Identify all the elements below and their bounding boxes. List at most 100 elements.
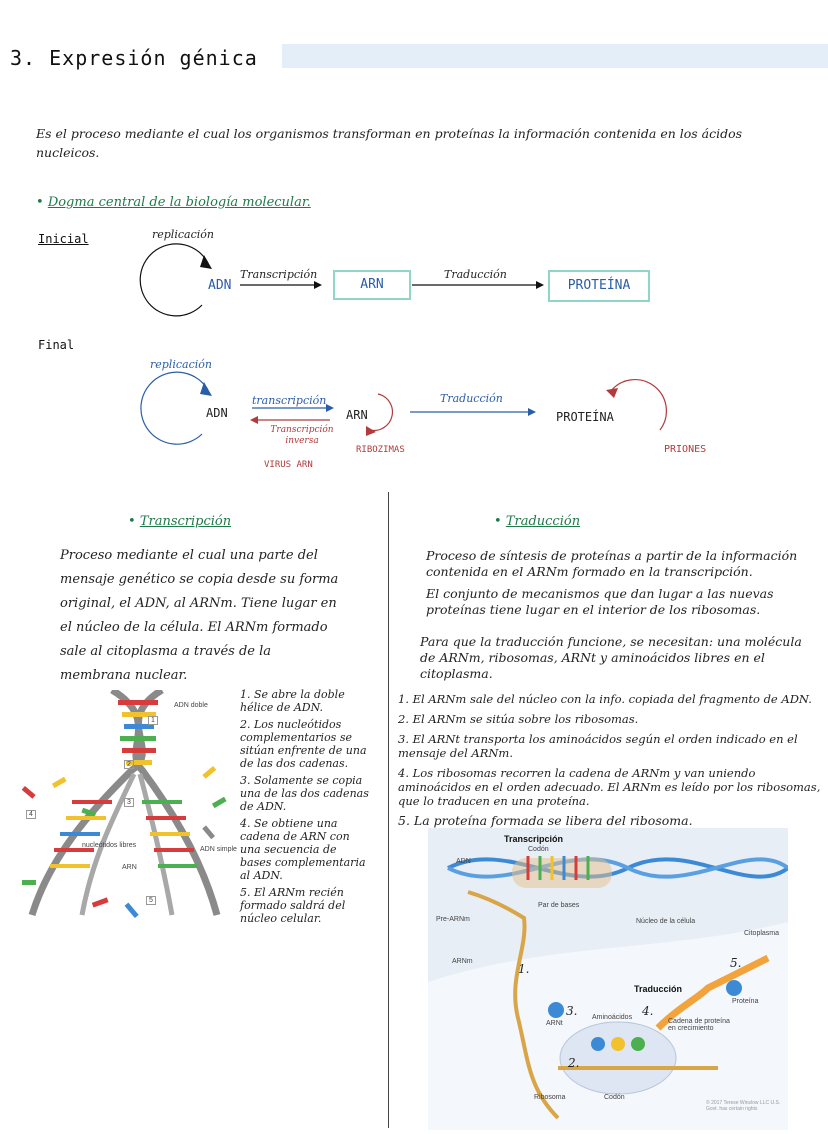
- initial-transcription-arrowhead: [314, 281, 322, 289]
- fig2-transcripcion: Transcripción: [504, 834, 564, 844]
- transcription-heading-text: Transcripción: [139, 514, 232, 529]
- translation-step: 4. Los ribosomas recorren la cadena de A…: [398, 766, 821, 808]
- final-adn: ADN: [206, 406, 228, 420]
- transcription-step: 3. Solamente se copia una de las dos cad…: [240, 774, 369, 813]
- fig2-codon-top: Codón: [528, 846, 549, 853]
- fig2-ribosoma: Ribosoma: [534, 1094, 566, 1101]
- final-label: Final: [38, 338, 75, 352]
- base-pair-lines: [526, 856, 590, 880]
- final-prion-arc: [609, 379, 667, 431]
- fig2-nucleo: Núcleo de la célula: [636, 918, 696, 925]
- fig2-pre-arnm: Pre-ARNm: [436, 916, 470, 923]
- initial-translation-label: Traducción: [444, 268, 507, 281]
- translation-figure: [428, 828, 788, 1130]
- protein-bead: [726, 980, 742, 996]
- final-diagram: [140, 371, 667, 445]
- fig-marker-3: 3: [124, 798, 134, 807]
- final-transcription-arrowhead: [326, 404, 334, 412]
- transcription-paragraph: Proceso mediante el cual una parte del m…: [60, 548, 339, 683]
- transcription-step: 2. Los nucleótidos complementarios se si…: [240, 718, 367, 770]
- final-translation-label: Traducción: [440, 392, 503, 405]
- transcription-step: 5. El ARNm recién formado saldrá del núc…: [240, 886, 346, 925]
- title-bar-decoration: [282, 44, 828, 68]
- dna-helix-b: [447, 857, 788, 879]
- initial-arn-box: ARN: [333, 270, 411, 300]
- fig-marker-1: 1: [148, 716, 158, 725]
- fig-adn-simple: ADN simple: [200, 846, 237, 853]
- translation-step: 2. El ARNm se sitúa sobre los ribosomas.: [398, 712, 639, 726]
- translation-heading-text: Traducción: [505, 514, 581, 529]
- fig-nucleotidos: nucleótidos libres: [82, 842, 137, 849]
- initial-label: Inicial: [38, 232, 89, 246]
- free-nucleotides: [21, 765, 227, 919]
- initial-translation-arrowhead: [536, 281, 544, 289]
- final-virus-label: VIRUS ARN: [264, 460, 313, 470]
- fig2-arnm: ARNm: [452, 958, 473, 965]
- amino-acid-2: [611, 1037, 625, 1051]
- translation-paragraph-3: Para que la traducción funcione, se nece…: [420, 634, 802, 681]
- protein-chain: [655, 954, 770, 1031]
- fig2-marker-5: 5.: [730, 956, 742, 970]
- dna-template-strand: [137, 773, 175, 916]
- amino-acid-3: [631, 1037, 645, 1051]
- fig2-citoplasma: Citoplasma: [744, 930, 780, 937]
- final-reverse-arrowhead: [250, 416, 258, 424]
- translation-step: 1. El ARNm sale del núcleo con la info. …: [398, 692, 812, 706]
- intro-text: Es el proceso mediante el cual los organ…: [36, 126, 743, 160]
- page-title: 3. Expresión génica: [10, 46, 258, 70]
- final-transcription-label: transcripción: [252, 394, 327, 407]
- fig2-codon-bottom: Codón: [604, 1094, 625, 1101]
- final-ribozyme-arc: [369, 393, 394, 432]
- dna-transcription-figure: [21, 690, 227, 919]
- fig2-traduccion: Traducción: [634, 984, 683, 994]
- translation-step: 5. La proteína formada se libera del rib…: [398, 813, 693, 828]
- fig-arn: ARN: [122, 864, 137, 871]
- initial-transcription-label: Transcripción: [240, 268, 318, 281]
- rna-bases: [50, 800, 198, 868]
- fig2-marker-4: 4.: [642, 1004, 654, 1018]
- fig2-adn: ADN: [456, 858, 471, 865]
- fig-adn-doble: ADN doble: [174, 702, 208, 709]
- fig2-par-bases: Par de bases: [538, 902, 580, 909]
- ribosome-body: [559, 1021, 677, 1095]
- translation-paragraph-1: Proceso de síntesis de proteínas a parti…: [426, 548, 798, 579]
- amino-acid-1: [591, 1037, 605, 1051]
- translation-step: 3. El ARNt transporta los aminoácidos se…: [398, 732, 798, 760]
- final-translation-arrowhead: [528, 408, 536, 416]
- fig2-aminoacidos: Aminoácidos: [592, 1014, 633, 1021]
- final-reverse-label: Transcripción inversa: [270, 425, 334, 446]
- final-replication-arrowhead: [200, 382, 212, 396]
- initial-replication-arrowhead: [200, 255, 212, 269]
- transcription-step: 4. Se obtiene una cadena de ARN con una …: [240, 817, 366, 882]
- initial-protein-box: PROTEÍNA: [548, 270, 650, 302]
- final-replication-label: replicación: [150, 358, 212, 371]
- fig2-cadena: Cadena de proteína en crecimiento: [668, 1018, 730, 1032]
- mrna-strand: [467, 890, 560, 1120]
- final-ribozymes-label: RIBOZIMAS: [356, 445, 405, 455]
- dna-strand-left: [28, 690, 164, 917]
- final-replication-arc: [140, 371, 209, 445]
- transcription-step: 1. Se abre la doble hélice de ADN.: [240, 688, 345, 714]
- dogma-heading-text: Dogma central de la biología molecular.: [47, 195, 311, 210]
- fig2-proteina: Proteína: [732, 998, 759, 1005]
- fig2-arnt: ARNt: [546, 1020, 563, 1027]
- initial-replication-arc: [139, 243, 209, 317]
- fig-marker-4: 4: [26, 810, 36, 819]
- column-divider: [388, 492, 389, 1128]
- fig-marker-5: 5: [146, 896, 156, 905]
- final-protein: PROTEÍNA: [556, 410, 614, 424]
- fig2-marker-1: 1.: [518, 962, 530, 976]
- initial-adn: ADN: [208, 278, 232, 293]
- final-prions-label: PRIONES: [664, 444, 707, 455]
- final-arn: ARN: [346, 408, 368, 422]
- initial-diagram: [139, 243, 544, 317]
- rna-strand: [79, 772, 137, 916]
- translation-heading: • Traducción: [494, 514, 581, 529]
- transcription-steps: 1. Se abre la doble hélice de ADN. 2. Lo…: [240, 688, 370, 929]
- final-ribozyme-arrowhead: [366, 426, 376, 436]
- fig2-marker-2: 2.: [568, 1056, 580, 1070]
- initial-replication-label: replicación: [152, 228, 214, 241]
- dna-base-pairs: [118, 700, 158, 765]
- translation-paragraph-2: El conjunto de mecanismos que dan lugar …: [426, 586, 774, 617]
- transcription-heading: • Transcripción: [128, 514, 232, 529]
